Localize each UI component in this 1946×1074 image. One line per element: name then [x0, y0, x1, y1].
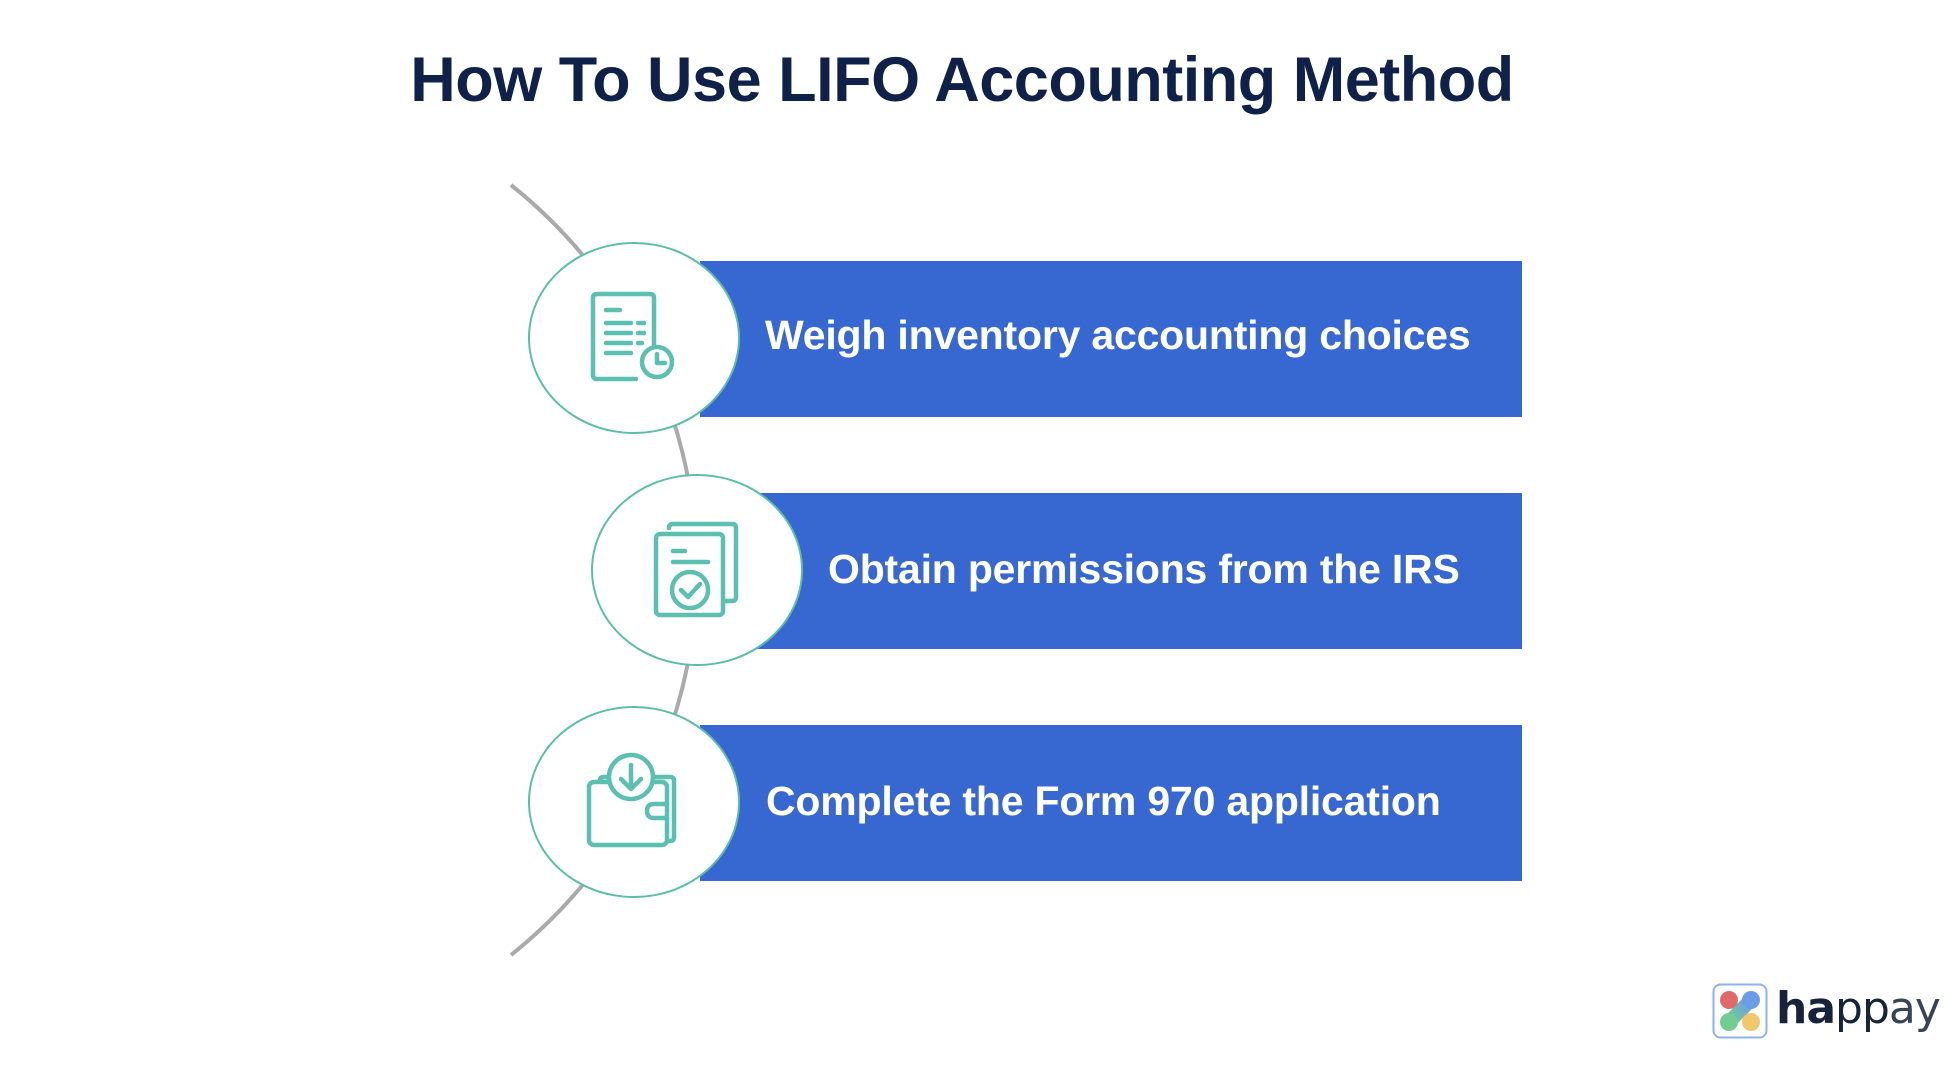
happay-logo: happay	[1712, 982, 1941, 1040]
happay-logo-text: happay	[1776, 983, 1941, 1034]
step-1-node	[528, 242, 740, 434]
step-1-bar	[700, 261, 1522, 417]
step-3-node	[528, 706, 740, 898]
happay-logo-mark-icon	[1712, 983, 1768, 1039]
step-3-bar	[700, 725, 1522, 881]
document-clock-icon	[590, 291, 675, 382]
step-1-label: Weigh inventory accounting choices	[765, 312, 1471, 358]
page-title: How To Use LIFO Accounting Method	[410, 45, 1514, 115]
step-3-label: Complete the Form 970 application	[766, 778, 1441, 824]
documents-check-icon	[653, 521, 739, 618]
step-2-label: Obtain permissions from the IRS	[828, 546, 1460, 592]
step-2-bar	[700, 493, 1522, 649]
wallet-download-icon	[586, 752, 677, 848]
step-2-node	[591, 474, 803, 666]
